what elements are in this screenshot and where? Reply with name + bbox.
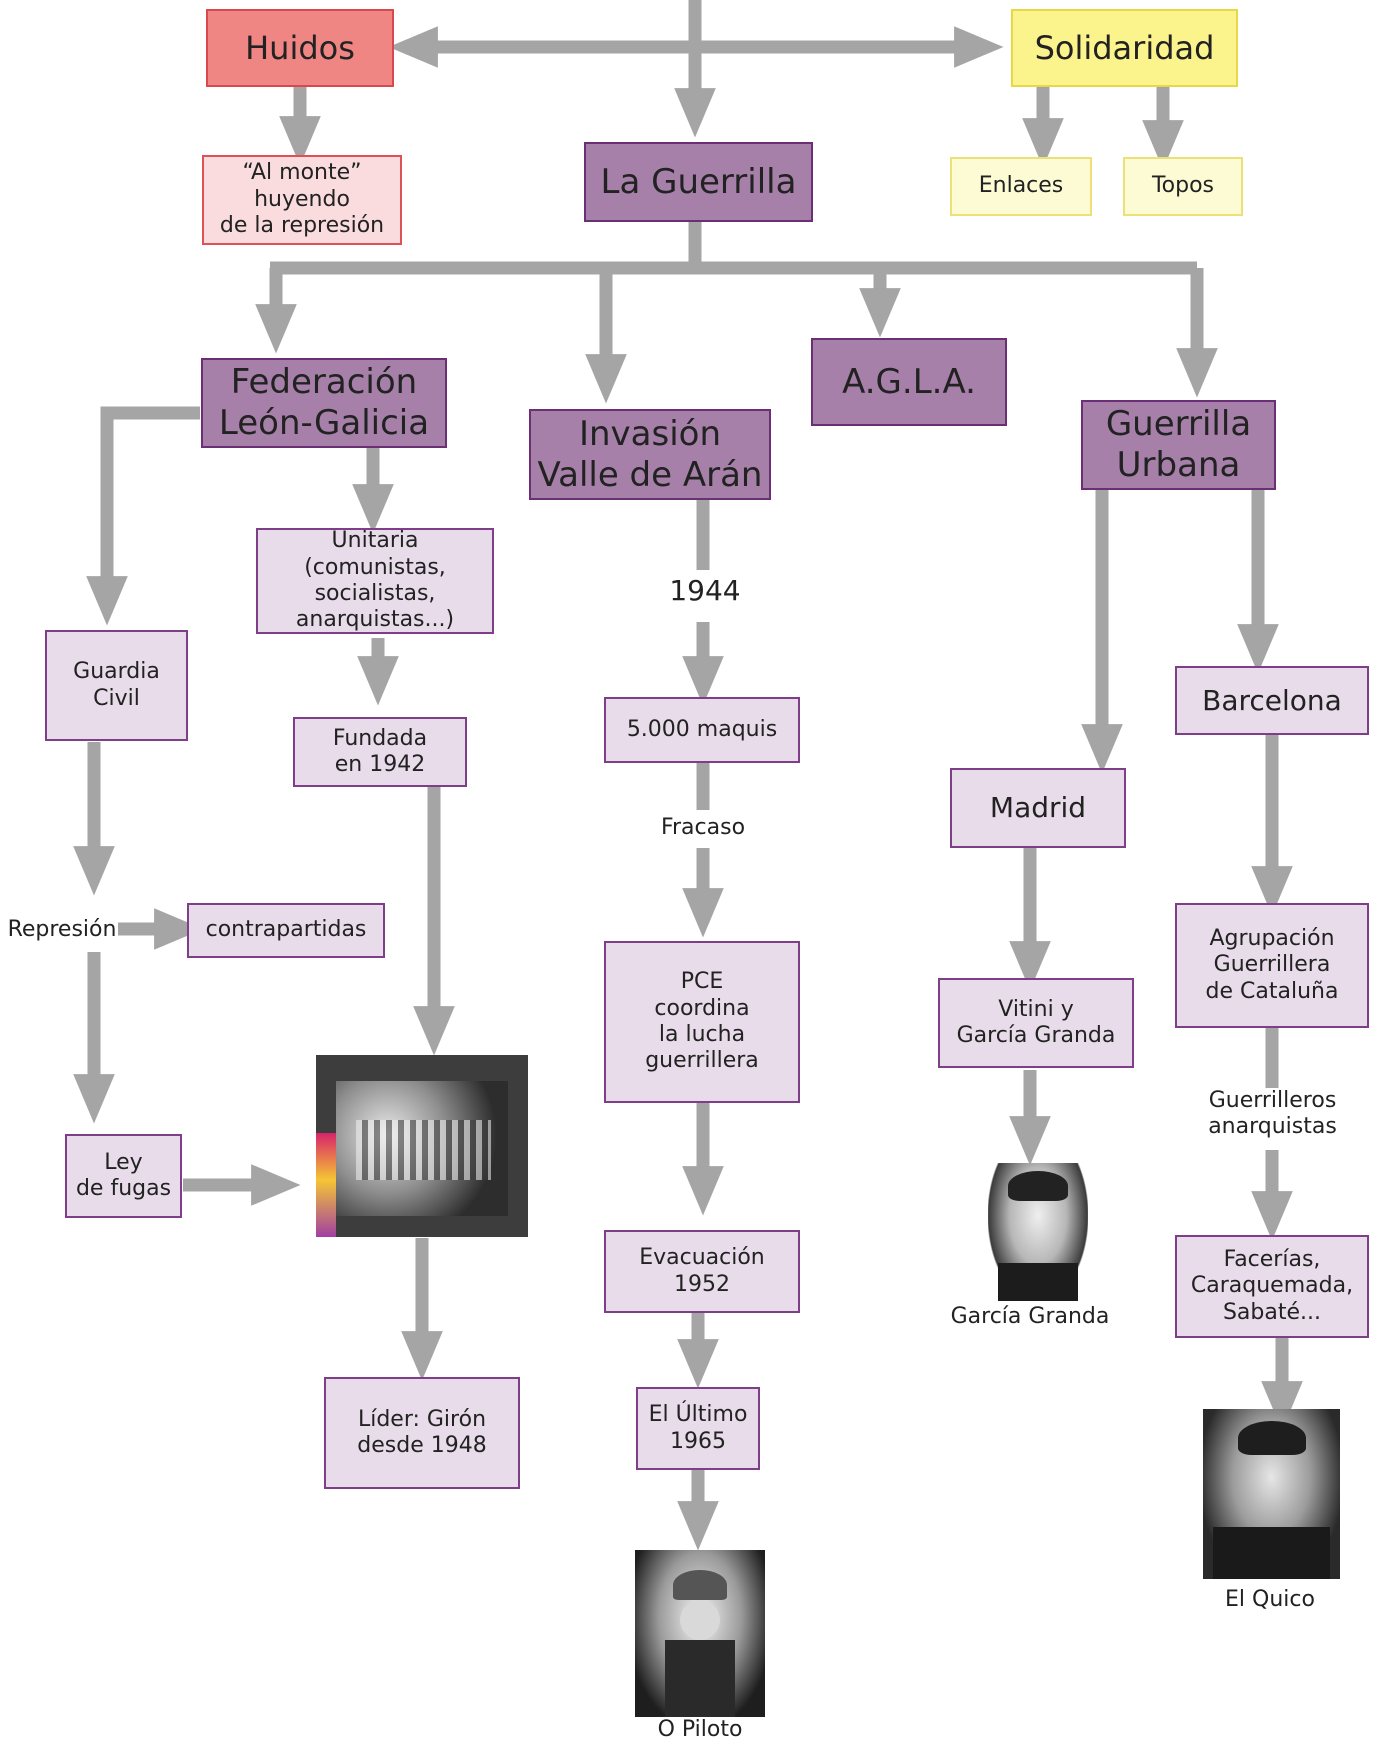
fracaso-label: Fracaso (643, 815, 763, 842)
vitini-box: Vitini y García Granda (938, 978, 1134, 1068)
facerias-box: Facerías, Caraquemada, Sabaté... (1175, 1235, 1369, 1338)
guerrilla-group-photo (316, 1055, 528, 1237)
anarquistas-label: Guerrilleros anarquistas (1185, 1088, 1360, 1141)
la-guerrilla-box: La Guerrilla (584, 142, 813, 222)
lider-box: Líder: Girón desde 1948 (324, 1377, 520, 1489)
urbana-box: Guerrilla Urbana (1081, 400, 1276, 490)
garcia-granda-caption: García Granda (935, 1304, 1125, 1331)
solidaridad-box: Solidaridad (1011, 9, 1238, 87)
contrapartidas-box: contrapartidas (187, 903, 385, 958)
unitaria-box: Unitaria (comunistas, socialistas, anarq… (256, 528, 494, 634)
el-quico-photo (1203, 1409, 1340, 1579)
garcia-granda-photo (988, 1163, 1088, 1301)
federacion-box: Federación León-Galicia (201, 358, 447, 448)
year-1944-label: 1944 (665, 574, 745, 608)
o-piloto-photo (635, 1550, 765, 1717)
enlaces-box: Enlaces (950, 157, 1092, 216)
agla-box: A.G.L.A. (811, 338, 1007, 426)
invasion-box: Invasión Valle de Arán (529, 409, 771, 500)
fundada-box: Fundada en 1942 (293, 717, 467, 787)
maquis-box: 5.000 maquis (604, 697, 800, 763)
barcelona-box: Barcelona (1175, 666, 1369, 735)
el-quico-caption: El Quico (1200, 1587, 1340, 1614)
arrow-to-guardia-civil (86, 406, 200, 626)
represion-label: Represión (6, 917, 118, 944)
agrupacion-box: Agrupación Guerrillera de Cataluña (1175, 903, 1369, 1028)
o-piloto-caption: O Piloto (630, 1717, 770, 1744)
topos-box: Topos (1123, 157, 1243, 216)
madrid-box: Madrid (950, 768, 1126, 848)
evacuacion-box: Evacuación 1952 (604, 1230, 800, 1313)
huidos-box: Huidos (206, 9, 394, 87)
pce-box: PCE coordina la lucha guerrillera (604, 941, 800, 1103)
ley-fugas-box: Ley de fugas (65, 1134, 182, 1218)
al-monte-box: “Al monte” huyendo de la represión (202, 155, 402, 245)
el-ultimo-box: El Último 1965 (636, 1387, 760, 1470)
guardia-civil-box: Guardia Civil (45, 630, 188, 741)
